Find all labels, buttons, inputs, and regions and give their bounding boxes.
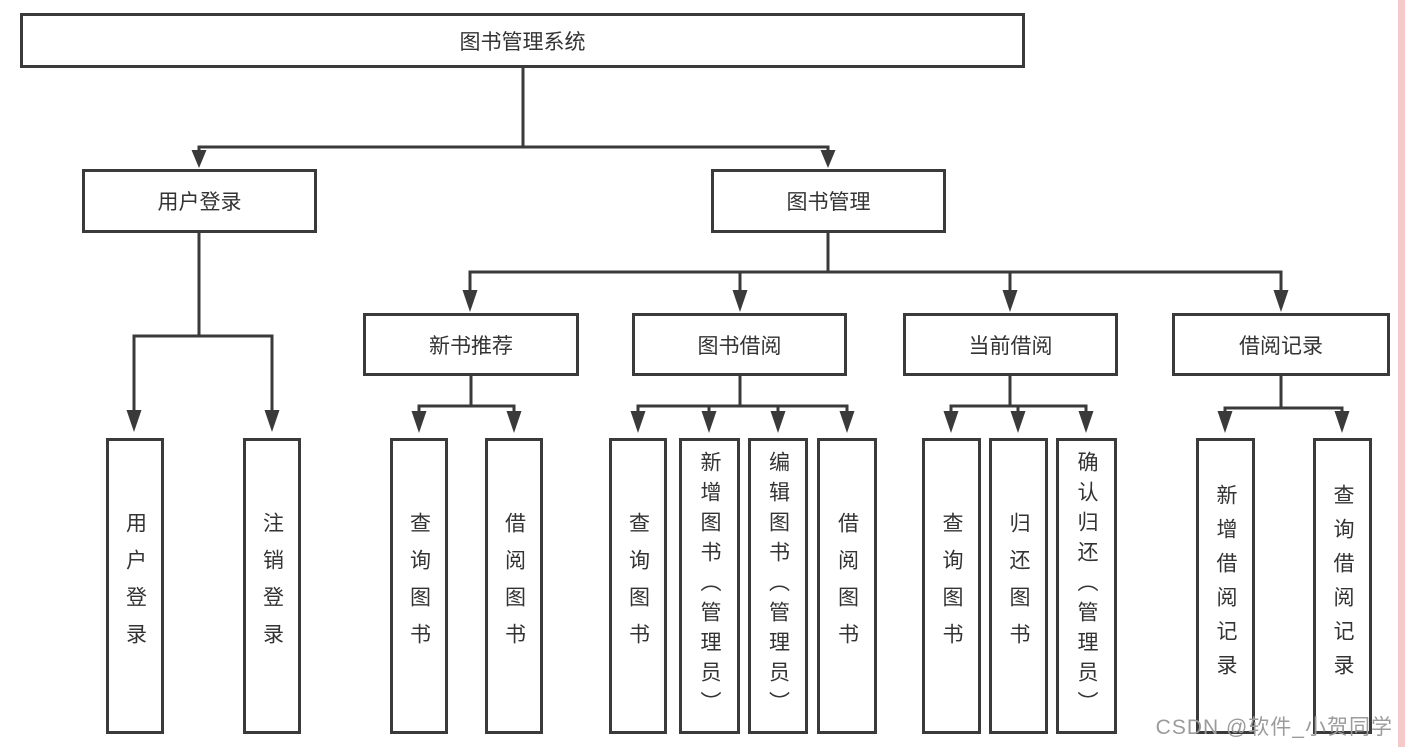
- node-label: 新书推荐: [429, 334, 513, 358]
- node-label: 借阅图书: [835, 512, 859, 660]
- arrowheads: [126, 150, 1350, 433]
- node-label: 新增借阅记录: [1214, 484, 1237, 688]
- node-label: 查询图书: [940, 512, 963, 660]
- leaf-borrow-books: 借阅图书: [817, 438, 877, 734]
- node-label: 借阅记录: [1239, 334, 1323, 358]
- leaf-query-books-current: 查询图书: [922, 438, 981, 734]
- csdn-watermark: CSDN @软件_小贺同学: [1155, 716, 1393, 739]
- node-label: 用户登录: [157, 191, 242, 214]
- node-label: 查询图书: [407, 512, 431, 660]
- leaf-add-books-admin: 新增图书（管理员）: [679, 438, 740, 734]
- node-label: 当前借阅: [968, 334, 1053, 358]
- node-label: 图书管理: [786, 191, 871, 214]
- node-new-book-recommend: 新书推荐: [363, 313, 579, 376]
- node-label: 借阅图书: [502, 512, 526, 660]
- leaf-borrow-books-recommend: 借阅图书: [485, 438, 543, 734]
- node-user-login-branch: 用户登录: [82, 169, 317, 233]
- node-current-borrowing: 当前借阅: [903, 313, 1118, 376]
- leaf-user-login: 用户登录: [106, 438, 164, 734]
- node-root-system: 图书管理系统: [20, 13, 1025, 68]
- node-label: 图书管理系统: [459, 30, 586, 54]
- leaf-confirm-return-admin: 确认归还（管理员）: [1056, 438, 1117, 734]
- node-label: 用户登录: [123, 512, 147, 660]
- node-label: 编辑图书（管理员）: [766, 451, 790, 721]
- node-label: 查询图书: [626, 512, 650, 660]
- leaf-add-borrow-record: 新增借阅记录: [1196, 438, 1255, 734]
- leaf-query-borrow-record: 查询借阅记录: [1313, 438, 1372, 734]
- node-book-borrowing: 图书借阅: [632, 313, 847, 376]
- pink-edge-strip: [1398, 0, 1405, 747]
- node-label: 新增图书（管理员）: [698, 451, 721, 721]
- node-label: 归还图书: [1007, 512, 1030, 660]
- node-borrowing-records: 借阅记录: [1172, 313, 1390, 376]
- leaf-query-books-recommend: 查询图书: [390, 438, 448, 734]
- node-label: 确认归还（管理员）: [1075, 451, 1098, 721]
- leaf-logout: 注销登录: [243, 438, 301, 734]
- node-label: 图书借阅: [697, 334, 782, 358]
- node-label: 查询借阅记录: [1331, 484, 1354, 688]
- node-book-management-branch: 图书管理: [711, 169, 946, 233]
- leaf-edit-books-admin: 编辑图书（管理员）: [748, 438, 808, 734]
- leaf-query-books-borrow: 查询图书: [609, 438, 667, 734]
- node-label: 注销登录: [260, 512, 284, 660]
- leaf-return-books: 归还图书: [989, 438, 1048, 734]
